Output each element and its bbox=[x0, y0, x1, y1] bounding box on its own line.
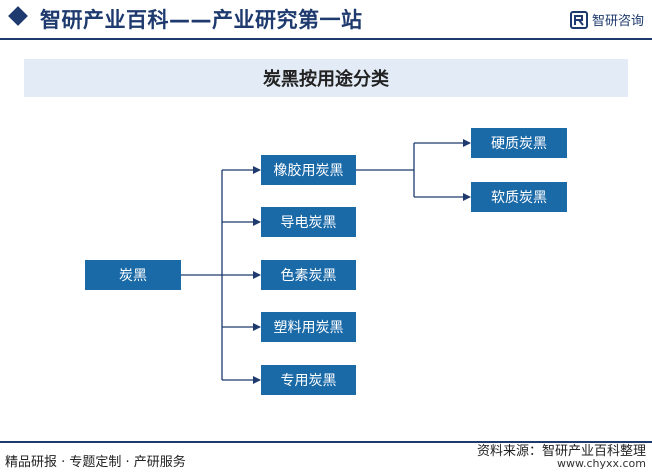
header: 智研产业百科——产业研究第一站 智研咨询 bbox=[0, 0, 652, 40]
category-node-plastic: 塑料用炭黑 bbox=[261, 312, 356, 342]
header-divider bbox=[0, 38, 652, 40]
footer-services: 精品研报 · 专题定制 · 产研服务 bbox=[5, 455, 186, 470]
category-node-special: 专用炭黑 bbox=[261, 365, 356, 395]
root-node: 炭黑 bbox=[85, 260, 181, 290]
category-node-rubber: 橡胶用炭黑 bbox=[261, 155, 356, 185]
site-title: 智研产业百科——产业研究第一站 bbox=[40, 8, 363, 32]
footer-source: 资料来源：智研产业百科整理 bbox=[476, 444, 646, 459]
title-band: 炭黑按用途分类 bbox=[24, 59, 628, 97]
brand-logo-icon bbox=[569, 10, 588, 29]
footer-url[interactable]: www.chyxx.com bbox=[556, 457, 646, 470]
diagram-title: 炭黑按用途分类 bbox=[263, 69, 389, 90]
category-node-pigment: 色素炭黑 bbox=[261, 260, 356, 290]
subtype-node-soft: 软质炭黑 bbox=[471, 182, 567, 212]
footer-divider bbox=[0, 441, 652, 443]
brand-name: 智研咨询 bbox=[591, 14, 644, 29]
brand[interactable]: 智研咨询 bbox=[569, 10, 644, 29]
category-node-conductive: 导电炭黑 bbox=[261, 207, 356, 237]
subtype-node-hard: 硬质炭黑 bbox=[471, 128, 567, 158]
